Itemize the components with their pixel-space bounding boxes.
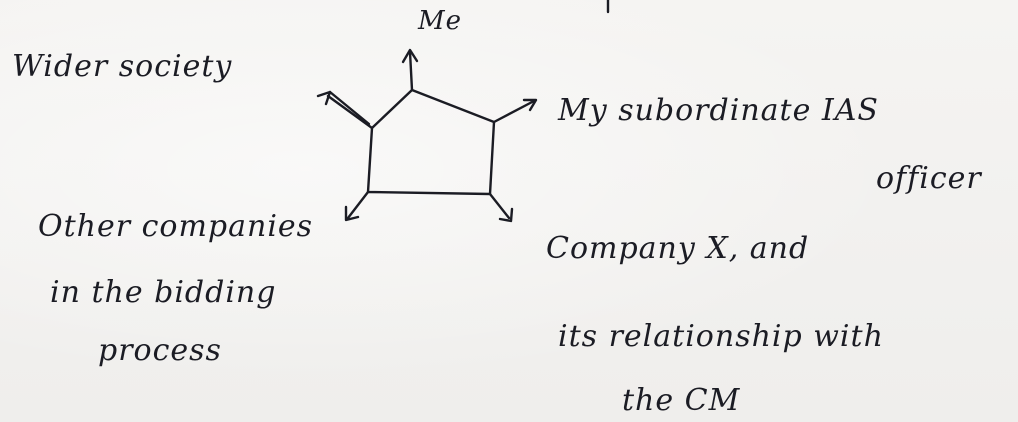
node-label-company-x-line2: its relationship with	[558, 319, 884, 354]
node-label-me: Me	[418, 6, 463, 36]
node-label-wider-society: Wider society	[12, 49, 233, 84]
node-label-other-companies-line3: process	[98, 333, 222, 368]
node-label-subordinate-line2: officer	[876, 161, 982, 196]
arrow-to-me	[401, 48, 419, 92]
pentagon-shape	[366, 88, 496, 196]
arrow-to-subordinate	[492, 98, 538, 124]
node-label-company-x-line1: Company X, and	[546, 231, 810, 266]
arrow-to-other-companies	[344, 190, 370, 222]
node-label-other-companies-line1: Other companies	[38, 209, 314, 244]
arrow-to-company-x	[488, 192, 514, 223]
node-label-subordinate-line1: My subordinate IAS	[558, 93, 879, 128]
arrow-to-wider-society	[316, 90, 374, 130]
node-label-company-x-line3: the CM	[622, 383, 741, 418]
node-label-other-companies-line2: in the bidding	[50, 275, 277, 310]
